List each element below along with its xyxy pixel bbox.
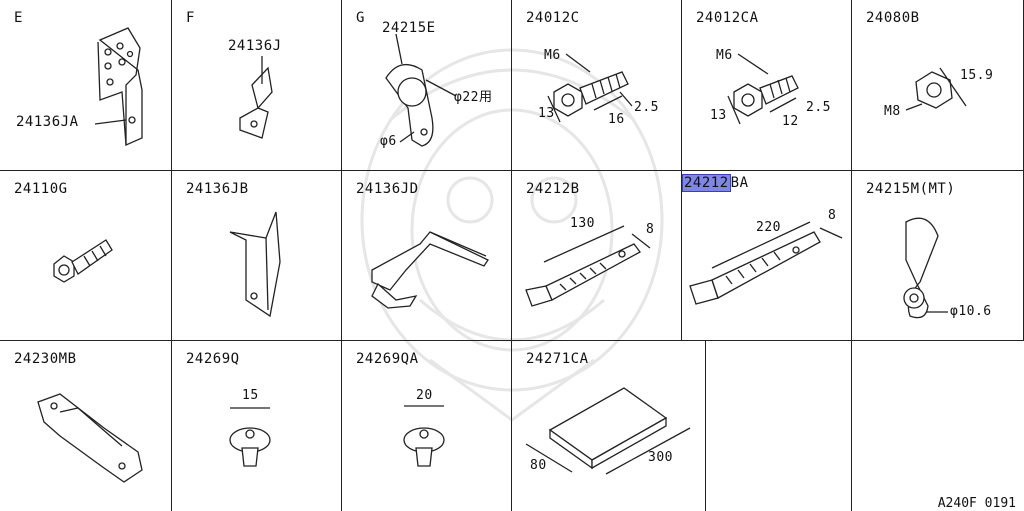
cell-24136JB[interactable]: 24136JB xyxy=(172,171,342,341)
cell-code: 24012CA xyxy=(696,10,759,26)
callout-dim-2-5: 2.5 xyxy=(634,100,659,115)
cell-code: 24230MB xyxy=(14,351,77,367)
callout-24215E: 24215E xyxy=(382,20,436,36)
callout-dim-80: 80 xyxy=(530,458,547,473)
diagram-reference-code: A240F 0191 xyxy=(937,496,1016,511)
callout-24136J: 24136J xyxy=(228,38,282,54)
part-24269QA-drawing xyxy=(403,405,445,467)
callout-dim-12: 12 xyxy=(782,114,799,129)
cell-code: E xyxy=(14,10,23,26)
cell-24269Q[interactable]: 24269Q xyxy=(172,341,342,511)
callout-dim-20: 20 xyxy=(416,388,433,403)
cell-24136JD[interactable]: 24136JD xyxy=(342,171,512,341)
cell-code: F xyxy=(186,10,195,26)
callout-length-130: 130 xyxy=(570,216,595,231)
callout-dim-300: 300 xyxy=(648,450,673,465)
part-24136JB-drawing xyxy=(229,211,281,318)
part-24080B-drawing xyxy=(905,67,967,111)
cell-code: 24269Q xyxy=(186,351,240,367)
callout-dim-13: 13 xyxy=(710,108,727,123)
part-24212B-drawing xyxy=(525,225,651,307)
callout-diameter-22: φ22用 xyxy=(454,90,493,105)
cell-24212B[interactable]: 24212B xyxy=(512,171,682,341)
callout-diameter-6: φ6 xyxy=(380,134,397,149)
cell-code: 24080B xyxy=(866,10,920,26)
callout-width-8: 8 xyxy=(828,208,837,223)
callout-width-8: 8 xyxy=(646,222,655,237)
part-24215M-drawing xyxy=(903,217,948,319)
callout-length-220: 220 xyxy=(756,220,781,235)
highlighted-part-number[interactable]: 24212 xyxy=(682,174,731,192)
part-24212BA-drawing xyxy=(689,221,843,305)
part-24215E-drawing xyxy=(385,33,457,147)
cell-24269QA[interactable]: 24269QA xyxy=(342,341,512,511)
part-24269Q-drawing xyxy=(229,407,271,467)
callout-dim-2-5: 2.5 xyxy=(806,100,831,115)
part-24230MB-drawing xyxy=(37,393,143,483)
part-24136J-drawing xyxy=(239,56,273,139)
cell-code: G xyxy=(356,10,365,26)
part-24271CA-drawing xyxy=(525,387,691,475)
cell-E[interactable]: E xyxy=(0,0,172,171)
callout-dim-13: 13 xyxy=(538,106,555,121)
cell-code: 24215M(MT) xyxy=(866,181,956,197)
part-24012CA-drawing xyxy=(727,53,799,125)
callout-thread-m6: M6 xyxy=(716,48,733,63)
callout-diameter-10-6: φ10.6 xyxy=(950,304,992,319)
cell-24110G[interactable]: 24110G xyxy=(0,171,172,341)
cell-24012C[interactable]: 24012C xyxy=(512,0,682,171)
callout-dim-15-9: 15.9 xyxy=(960,68,994,83)
cell-24271CA[interactable]: 24271CA xyxy=(512,341,706,511)
callout-dim-15: 15 xyxy=(242,388,259,403)
cell-empty-1 xyxy=(706,341,852,511)
cell-code: 24271CA xyxy=(526,351,589,367)
cell-24230MB[interactable]: 24230MB xyxy=(0,341,172,511)
cell-code: 24110G xyxy=(14,181,68,197)
cell-24012CA[interactable]: 24012CA xyxy=(682,0,852,171)
cell-code: 24136JB xyxy=(186,181,249,197)
cell-code: 24269QA xyxy=(356,351,419,367)
callout-dim-16: 16 xyxy=(608,112,625,127)
callout-thread-m8: M8 xyxy=(884,104,901,119)
callout-24136JA: 24136JA xyxy=(16,114,79,130)
cell-code: 24136JD xyxy=(356,181,419,197)
part-24136JA-drawing xyxy=(94,27,143,146)
cell-code: 24212B xyxy=(526,181,580,197)
cell-code-suffix: BA xyxy=(730,175,749,191)
callout-thread-m6: M6 xyxy=(544,48,561,63)
part-24136JD-drawing xyxy=(371,231,489,309)
cell-G[interactable]: G xyxy=(342,0,512,171)
cell-code: 24012C xyxy=(526,10,580,26)
cell-F[interactable]: F xyxy=(172,0,342,171)
part-24012C-drawing xyxy=(547,53,633,123)
part-24110G-drawing xyxy=(53,239,113,283)
